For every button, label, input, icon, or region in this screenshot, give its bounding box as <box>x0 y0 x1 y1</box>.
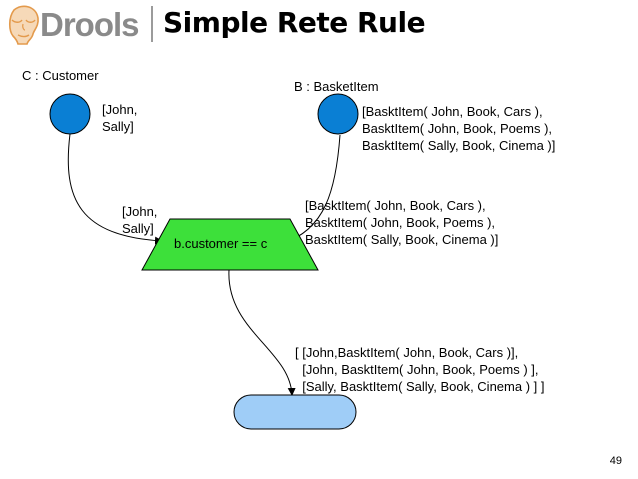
edge-join-to-terminal <box>228 269 296 396</box>
basket-object-type-node <box>317 93 359 135</box>
drools-face-icon <box>8 5 39 45</box>
basket-node-tuples: [BasktItem( John, Book, Cars ), BasktIte… <box>362 104 556 153</box>
join-node <box>141 218 319 271</box>
slide-title: Simple Rete Rule <box>163 6 426 39</box>
page-number: 49 <box>609 455 622 467</box>
logo-text: Drools <box>40 6 140 43</box>
terminal-node <box>233 394 357 430</box>
customer-node-tuples: [John, Sally] <box>102 102 138 134</box>
join-node-label: b.customer == c <box>174 236 268 251</box>
right-input-tuples: [BasktItem( John, Book, Cars ), BasktIte… <box>305 198 499 247</box>
customer-object-type-node <box>49 93 91 135</box>
edge-customer-to-join <box>67 133 163 245</box>
output-tuples: [ [John,BasktItem( John, Book, Cars )], … <box>295 345 545 394</box>
title-divider <box>151 6 153 42</box>
left-input-tuples: [John, Sally] <box>122 204 158 236</box>
basket-node-label: B : BasketItem <box>294 79 379 94</box>
customer-node-label: C : Customer <box>22 68 99 83</box>
